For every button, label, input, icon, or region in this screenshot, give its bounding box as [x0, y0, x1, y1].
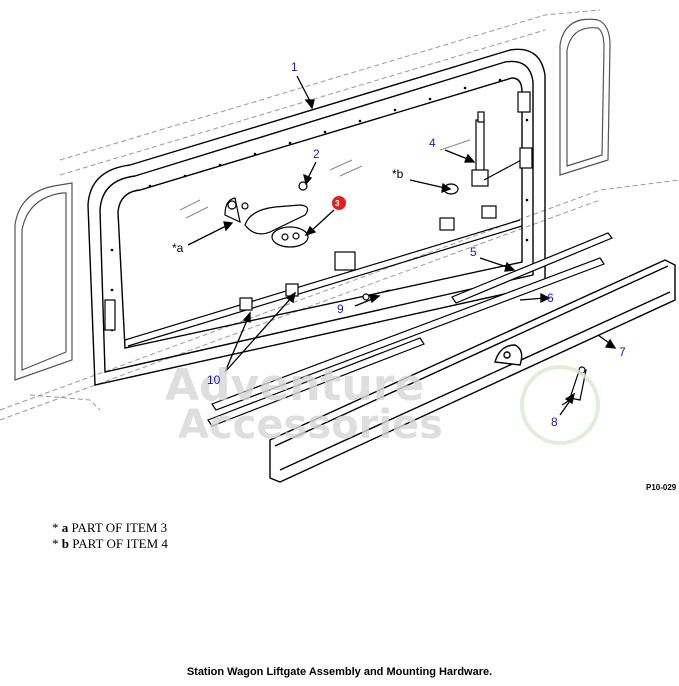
note-b: * b PART OF ITEM 4 — [52, 536, 168, 551]
handle-assembly — [224, 197, 309, 248]
figure-caption: Station Wagon Liftgate Assembly and Moun… — [186, 666, 493, 678]
watermark-line2: Accessories — [178, 402, 443, 448]
glass-reflections — [179, 139, 471, 219]
callout-a: *a — [172, 241, 184, 255]
seal-strip-6 — [211, 257, 605, 411]
callout-1: 1 — [291, 60, 298, 74]
liftgate-frame — [87, 48, 546, 386]
highlight-marker — [332, 196, 346, 210]
callout-b: *b — [392, 167, 404, 181]
latch-rod — [124, 219, 523, 347]
gas-strut — [471, 111, 526, 187]
watermark: Adventure Accessories — [165, 360, 600, 448]
callout-labels: 1 2 3 4 *b *a 5 6 7 8 9 10 — [172, 60, 626, 429]
note-b-letter: b — [61, 536, 69, 551]
seal-strip-lower — [207, 337, 425, 427]
tailgate-rail-7 — [269, 259, 676, 483]
bolts — [298, 181, 459, 301]
callout-7: 7 — [619, 345, 626, 359]
callout-10: 10 — [207, 373, 221, 387]
hinge-top-right — [517, 91, 533, 169]
side-window-left — [14, 182, 73, 381]
seal-strip-5 — [451, 232, 613, 304]
latch-brackets — [104, 205, 497, 331]
callout-3: 3 — [335, 199, 340, 208]
callout-9: 9 — [337, 302, 344, 316]
watermark-line1: Adventure — [165, 360, 424, 411]
callout-2: 2 — [313, 147, 320, 161]
side-window-right — [559, 18, 611, 176]
note-a-letter: a — [61, 520, 69, 535]
callout-6: 6 — [547, 291, 554, 305]
note-a: * a PART OF ITEM 3 — [52, 520, 168, 535]
callout-8: 8 — [551, 415, 558, 429]
callout-5: 5 — [470, 245, 477, 259]
drawing-code: P10-029 — [646, 483, 677, 492]
leader-lines — [187, 75, 617, 416]
callout-4: 4 — [429, 136, 436, 150]
